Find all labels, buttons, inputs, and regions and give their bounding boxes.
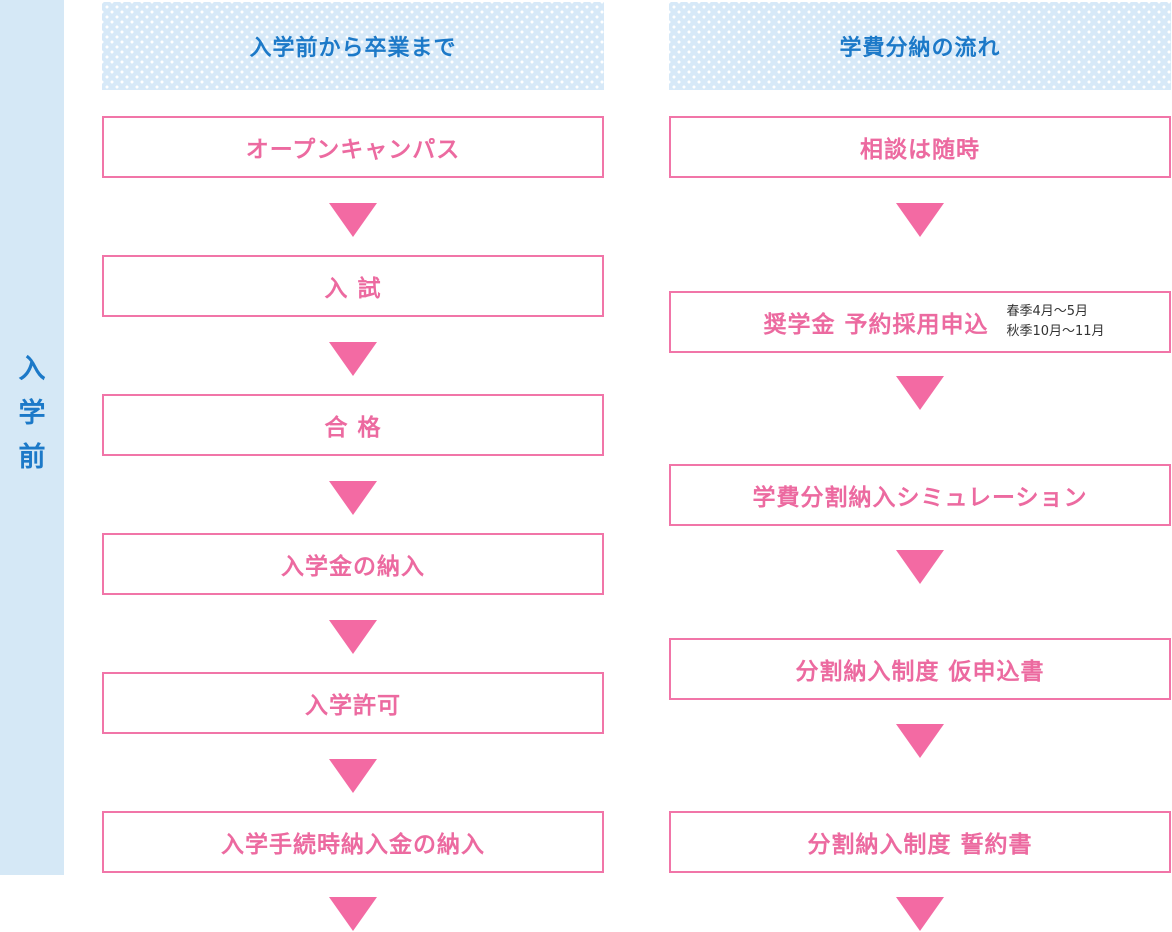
step-installment-provisional: 分割納入制度 仮申込書 [669, 638, 1171, 700]
step-label: 合 格 [324, 415, 382, 441]
down-arrow-icon [896, 550, 944, 584]
down-arrow-icon [329, 620, 377, 654]
step-label: 入学許可 [305, 693, 401, 719]
down-arrow-icon [329, 897, 377, 931]
side-label-char: 学 [18, 398, 46, 429]
step-label: オープンキャンパス [245, 137, 461, 163]
right-column-title: 学費分納の流れ [839, 36, 1001, 61]
step-installment-pledge: 分割納入制度 誓約書 [669, 811, 1171, 873]
down-arrow-icon [896, 724, 944, 758]
note-spring: 春季4月〜5月 [1006, 304, 1088, 319]
step-scholarship-reservation: 奨学金 予約採用申込 春季4月〜5月 秋季10月〜11月 [669, 291, 1171, 353]
left-column-header: 入学前から卒業まで [102, 2, 604, 90]
side-label-char: 前 [18, 442, 46, 473]
down-arrow-icon [329, 759, 377, 793]
step-acceptance: 合 格 [102, 394, 604, 456]
down-arrow-icon [329, 342, 377, 376]
step-consultation: 相談は随時 [669, 116, 1171, 178]
step-installment-simulation: 学費分割納入シミュレーション [669, 464, 1171, 526]
scholarship-period-note: 春季4月〜5月 秋季10月〜11月 [1006, 302, 1104, 342]
step-label: 相談は随時 [860, 137, 980, 163]
right-column-header: 学費分納の流れ [669, 2, 1171, 90]
step-label: 入 試 [324, 276, 382, 302]
step-open-campus: オープンキャンパス [102, 116, 604, 178]
down-arrow-icon [896, 376, 944, 410]
step-label: 分割納入制度 誓約書 [807, 832, 1033, 858]
left-column-title: 入学前から卒業まで [249, 36, 457, 61]
step-label: 分割納入制度 仮申込書 [795, 659, 1045, 685]
step-label: 入学手続時納入金の納入 [221, 832, 485, 858]
step-entrance-exam: 入 試 [102, 255, 604, 317]
step-label: 学費分割納入シミュレーション [752, 485, 1088, 511]
step-admission-fee: 入学金の納入 [102, 533, 604, 595]
step-label: 奨学金 予約採用申込 [763, 312, 989, 338]
step-enrollment-payment: 入学手続時納入金の納入 [102, 811, 604, 873]
down-arrow-icon [896, 203, 944, 237]
side-label: 入 学 前 [0, 348, 64, 480]
down-arrow-icon [896, 897, 944, 931]
side-label-char: 入 [18, 354, 46, 385]
step-label: 入学金の納入 [281, 554, 425, 580]
side-band [0, 0, 64, 875]
down-arrow-icon [329, 481, 377, 515]
down-arrow-icon [329, 203, 377, 237]
step-admission-permit: 入学許可 [102, 672, 604, 734]
note-autumn: 秋季10月〜11月 [1006, 324, 1105, 339]
